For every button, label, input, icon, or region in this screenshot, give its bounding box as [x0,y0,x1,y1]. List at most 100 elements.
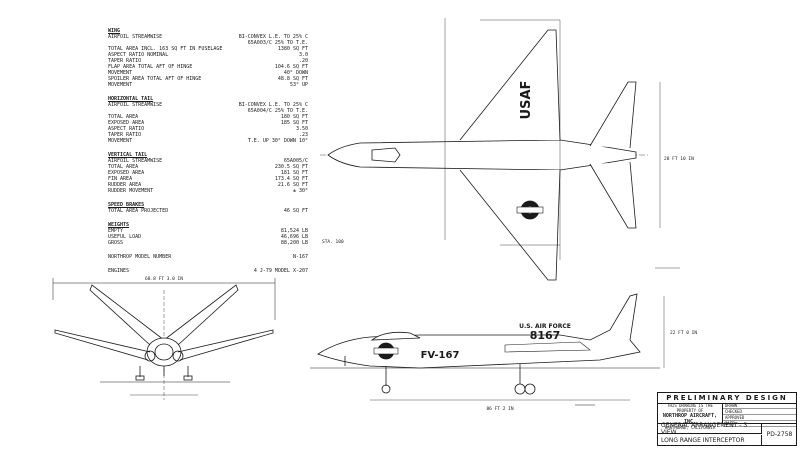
spec-row: EXPOSED AREA 185 SQ FT [108,120,308,126]
spec-value: 104.6 SQ FT [274,64,308,70]
spec-value: 3.50 [295,126,308,132]
wing-spec-header: WING [108,28,121,34]
horizontal-tail-spec-header: HORIZONTAL TAIL [108,96,154,102]
sign-row-checked: CHECKED [723,409,796,415]
spec-row: AIRFOIL STREAMWISE BI-CONVEX L.E. TO 25% … [108,34,308,40]
spec-value: 46 SQ FT [283,208,308,214]
spec-value: 180 SQ FT [280,114,308,120]
spec-label: SPOILER AREA TOTAL AFT OF HINGE [108,76,202,82]
spec-label: ASPECT RATIO [108,126,145,132]
spec-value: .23 [298,132,308,138]
spec-label: MOVEMENT [108,70,133,76]
spec-label: EXPOSED AREA [108,120,145,126]
tail-span-dimension: 28 FT 10 IN [664,156,694,162]
drawing-title: GENERAL ARRANGEMENT - 3 VIEW [658,422,762,436]
spec-value: 3.0 [298,52,308,58]
spec-label: TOTAL AREA [108,114,139,120]
spec-row: ASPECT RATIO 3.50 [108,126,308,132]
spec-label: TOTAL AREA INCL. 163 SQ FT IN FUSELAGE [108,46,223,52]
spec-value: BI-CONVEX L.E. TO 25% C [238,34,308,40]
spec-row: FIN AREA 173.4 SQ FT [108,176,308,182]
spec-value: 185 SQ FT [280,120,308,126]
side-view [310,267,680,406]
spec-label: MOVEMENT [108,138,133,144]
spec-label: MOVEMENT [108,82,133,88]
spec-value: 65A005/C [283,158,308,164]
signature-block: DRAWN CHECKED APPROVED DATE [723,403,796,427]
spec-value: 48.8 SQ FT [277,76,308,82]
spec-row: TAPER RATIO .23 [108,132,308,138]
spec-row: TOTAL AREA INCL. 163 SQ FT IN FUSELAGE 13… [108,46,308,52]
span-dimension: 68.8 FT 3.0 IN [145,276,183,282]
spec-value: 173.4 SQ FT [274,176,308,182]
spec-row: 65A004/C 25% TO T.E. [108,108,308,114]
front-view [52,278,276,400]
spec-label: EMPTY [108,228,124,234]
spec-label: ENGINES [108,268,130,274]
drawing-number: PD-2758 [766,431,793,438]
spec-value: 1380 SQ FT [277,46,308,52]
spec-label: TOTAL AREA [108,164,139,170]
spec-row: 65A003/C 25% TO T.E. [108,40,308,46]
plan-view [320,18,661,281]
spec-value: 46,696 LB [280,234,308,240]
spec-value: .20 [298,58,308,64]
spec-value: 65A004/C 25% TO T.E. [247,108,308,114]
spec-row: FLAP AREA TOTAL AFT OF HINGE 104.6 SQ FT [108,64,308,70]
company-name: NORTHROP AIRCRAFT, INC. [662,413,718,425]
spec-value: 181 SQ FT [280,170,308,176]
spec-value: ± 30° [292,188,308,194]
title-block: PRELIMINARY DESIGN THIS DRAWING IS THE P… [657,392,797,446]
length-dimension: 86 FT 2 IN [486,406,513,412]
spec-label: USEFUL LOAD [108,234,142,240]
spec-row: USEFUL LOAD 46,696 LB [108,234,308,240]
spec-value: BI-CONVEX L.E. TO 25% C [238,102,308,108]
engines-spec: ENGINES 4 J-79 MODEL X-207 [108,268,308,274]
spec-label: AIRFOIL STREAMWISE [108,34,163,40]
spec-value: 230.5 SQ FT [274,164,308,170]
spec-row: TOTAL AREA 230.5 SQ FT [108,164,308,170]
specifications-table: WING AIRFOIL STREAMWISE BI-CONVEX L.E. TO… [108,28,308,282]
sign-row-approved: APPROVED [723,415,796,421]
spec-row: MOVEMENT T.E. UP 30° DOWN 10° [108,138,308,144]
spec-value: 40° DOWN [283,70,308,76]
spec-row: TAPER RATIO .20 [108,58,308,64]
spec-row: ENGINES 4 J-79 MODEL X-207 [108,268,308,274]
station-label: STA. 100 [322,239,344,245]
spec-label: TAPER RATIO [108,58,142,64]
spec-label: FLAP AREA TOTAL AFT OF HINGE [108,64,193,70]
spec-row: GROSS 88,200 LB [108,240,308,246]
company-location: HAWTHORNE, CALIFORNIA [664,425,716,430]
spec-value: 4 J-79 MODEL X-207 [253,268,308,274]
spec-value: 88,200 LB [280,240,308,246]
tail-number: 8167 [530,329,561,342]
spec-label: FIN AREA [108,176,133,182]
drawing-subtitle: LONG RANGE INTERCEPTOR [658,435,762,445]
usaf-fuselage-marking: U.S. AIR FORCE [519,323,571,330]
preliminary-design-banner: PRELIMINARY DESIGN [658,393,796,404]
spec-value: T.E. UP 30° DOWN 10° [247,138,308,144]
sign-row-drawn: DRAWN [723,403,796,409]
spec-value: 65A003/C 25% TO T.E. [247,40,308,46]
company-block: THIS DRAWING IS THE PROPERTY OF NORTHROP… [658,403,723,430]
wing-spec: WING AIRFOIL STREAMWISE BI-CONVEX L.E. TO… [108,28,308,88]
spec-label: TAPER RATIO [108,132,142,138]
spec-row: MOVEMENT 40° DOWN [108,70,308,76]
spec-label: GROSS [108,240,124,246]
sign-row-date: DATE [723,421,796,427]
spec-label: RUDDER MOVEMENT [108,188,154,194]
spec-value: 53° UP [289,82,308,88]
spec-value: N-167 [292,254,308,260]
height-dimension: 22 FT 0 IN [670,330,697,336]
spec-label: RUDDER AREA [108,182,142,188]
